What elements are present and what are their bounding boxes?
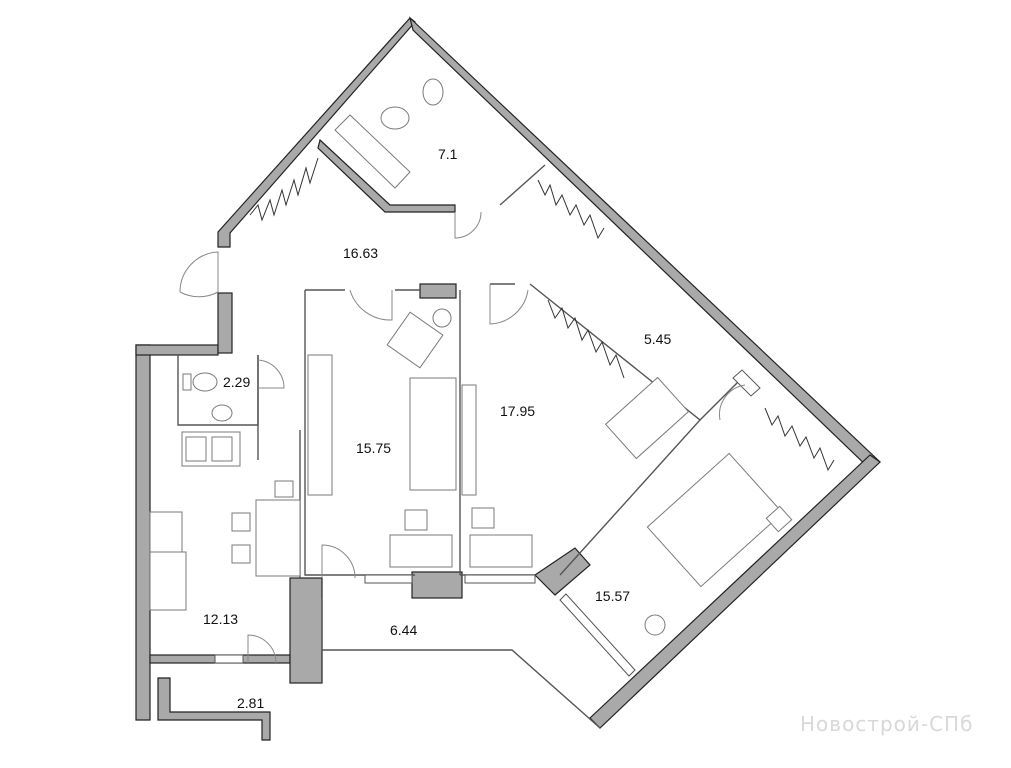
- door-room-mid: [489, 284, 529, 325]
- wall-se-diagonal: [589, 454, 881, 729]
- bath-toilet: [422, 78, 444, 106]
- radiator-ne: [537, 179, 605, 240]
- watermark: Новострой-СПб: [800, 712, 974, 736]
- room-mid-furniture: [461, 376, 690, 568]
- wc-tank: [182, 373, 192, 391]
- wall-entry-stub: [217, 292, 233, 354]
- chair-mid: [471, 507, 495, 529]
- area-label-wc: 2.29: [223, 374, 251, 390]
- radiator-mid: [547, 299, 625, 379]
- armchair: [386, 311, 444, 369]
- loggia-outline: [321, 598, 601, 729]
- bedroom-stool: [644, 614, 666, 636]
- window-bedroom: [559, 593, 636, 677]
- area-label-room-left: 15.75: [356, 440, 392, 456]
- area-label-hall: 16.63: [343, 245, 379, 261]
- bed-single: [604, 376, 690, 460]
- bath-sink: [380, 106, 410, 130]
- wall-west-kitchen: [135, 344, 151, 721]
- kitchen-furniture: [149, 431, 301, 611]
- windows: [214, 369, 761, 677]
- door-wc: [257, 359, 285, 389]
- room-left-furniture: [307, 308, 457, 568]
- radiators: [249, 157, 835, 472]
- desk-left: [389, 534, 453, 568]
- bedroom-furniture: [644, 452, 793, 636]
- doors: [179, 211, 746, 664]
- area-label-bedroom: 15.57: [595, 588, 631, 604]
- kitchen-sink-left: [185, 436, 207, 462]
- window-room-mid: [464, 574, 536, 584]
- door-room-left: [349, 289, 393, 321]
- desk-mid: [469, 534, 533, 568]
- wc-fixtures: [182, 372, 233, 422]
- kitchen-stove: [149, 511, 183, 553]
- wall-nw-diagonal: [217, 17, 416, 248]
- dining-chair-2: [231, 544, 251, 564]
- door-wardrobe: [719, 384, 746, 421]
- window-kitchen: [214, 654, 244, 664]
- wall-balcony-small: [157, 677, 271, 741]
- sofa: [409, 377, 457, 491]
- door-loggia-left: [321, 544, 356, 579]
- bathtub: [334, 114, 411, 189]
- kitchen-cabinets: [149, 551, 187, 611]
- chair-left: [404, 509, 428, 531]
- door-balcony-small: [247, 634, 277, 664]
- window-wardrobe: [732, 369, 761, 397]
- wall-loggia-block: [289, 577, 323, 684]
- side-table: [432, 308, 452, 328]
- area-label-wardrobe: 5.45: [644, 331, 672, 347]
- dining-chair-3: [274, 480, 294, 498]
- area-label-balcony-main: 6.44: [390, 622, 418, 638]
- area-label-bathroom: 7.1: [438, 146, 458, 162]
- wc-sink: [211, 404, 233, 422]
- radiator-nw: [249, 157, 319, 222]
- partition-hall-bath: [499, 164, 546, 206]
- wall-kitchen-top: [135, 344, 219, 356]
- bed-double: [646, 452, 784, 588]
- door-entrance: [179, 251, 219, 298]
- dining-table: [255, 499, 301, 577]
- kitchen-sink-right: [211, 436, 233, 462]
- nightstand: [765, 505, 793, 533]
- area-label-room-mid: 17.95: [500, 403, 536, 419]
- radiator-east: [764, 407, 835, 472]
- area-label-balcony-small: 2.81: [237, 695, 265, 711]
- window-room-left: [364, 574, 413, 584]
- wall-column-mid: [411, 571, 463, 599]
- wardrobe-mid: [461, 384, 477, 496]
- wall-column-top: [419, 283, 457, 299]
- wc-toilet: [192, 372, 218, 392]
- door-bathroom: [454, 211, 482, 239]
- dining-chair-1: [231, 512, 251, 532]
- bathroom-fixtures: [334, 78, 444, 189]
- shelf-unit: [307, 354, 333, 496]
- area-label-kitchen: 12.13: [203, 611, 239, 627]
